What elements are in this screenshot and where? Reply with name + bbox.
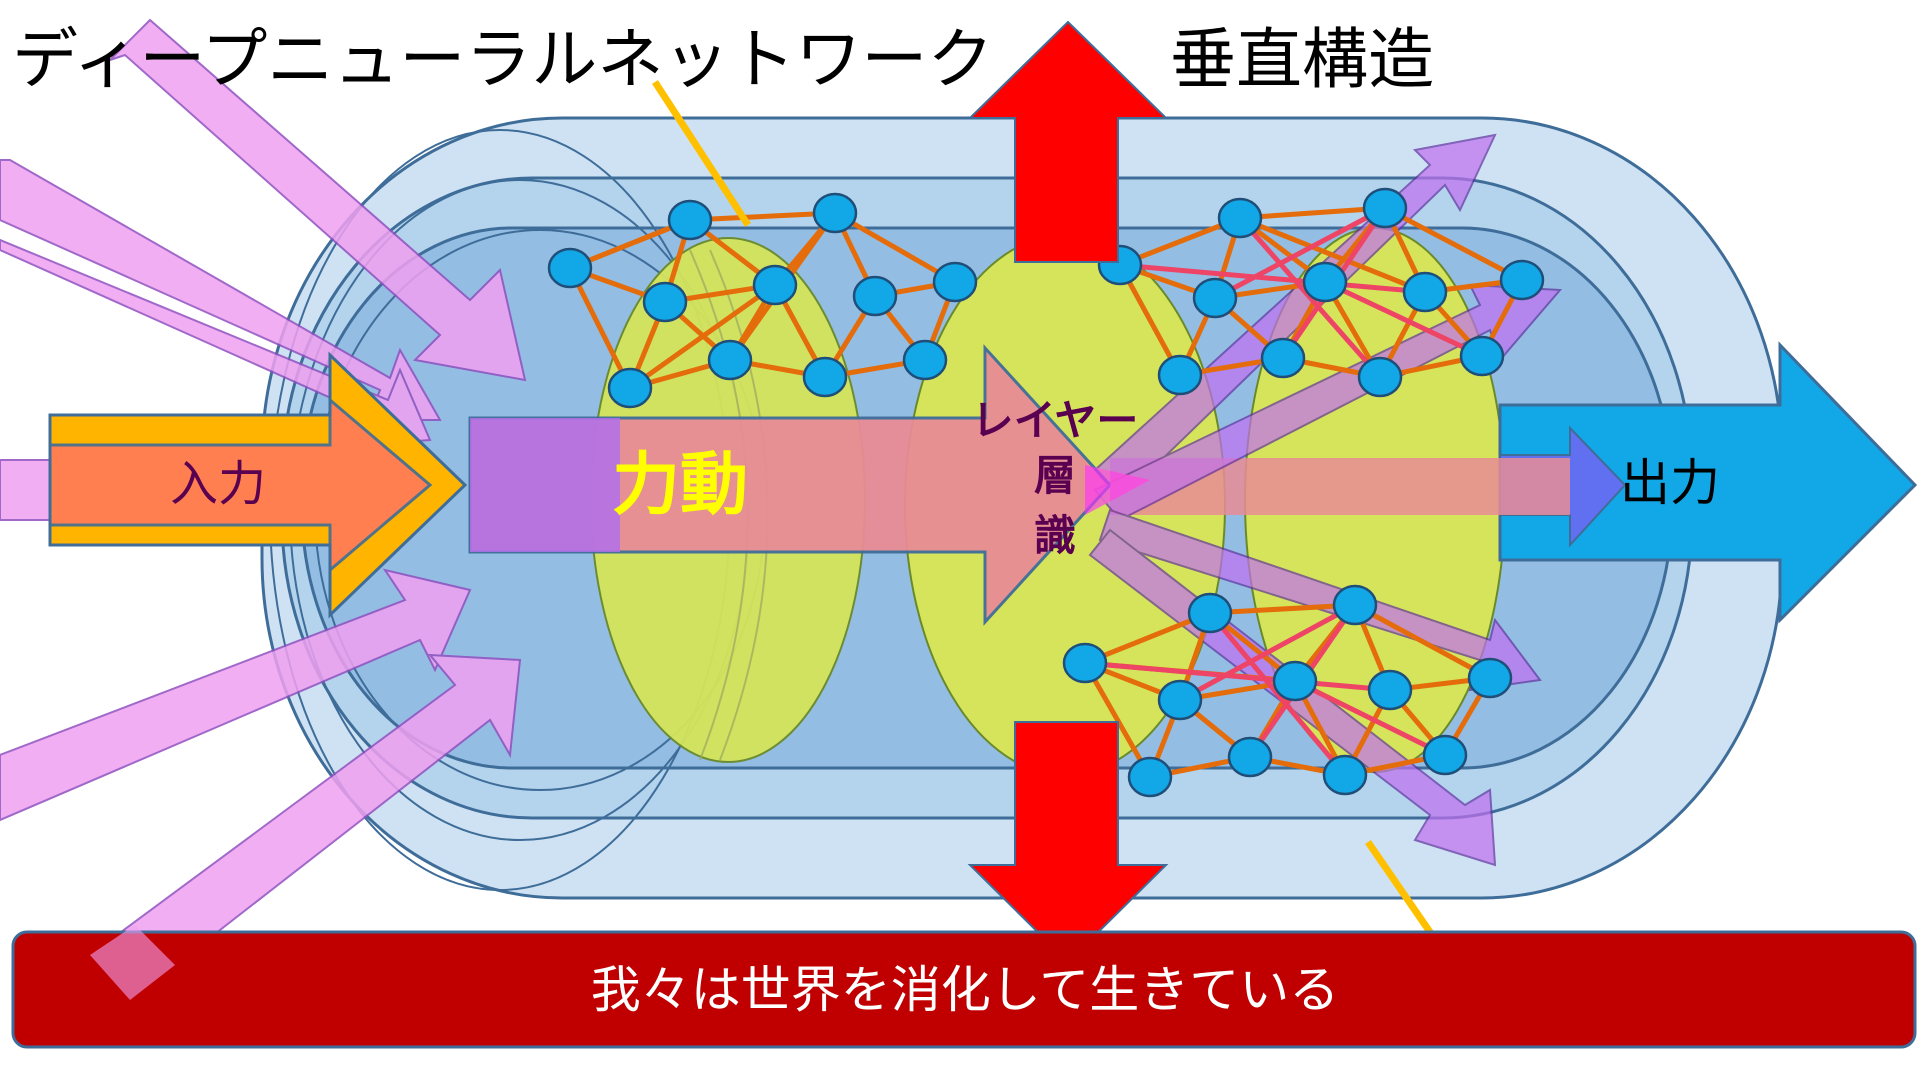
network-edge bbox=[1084, 610, 1211, 666]
network-node bbox=[607, 367, 653, 409]
vertical-arrows bbox=[967, 20, 1169, 964]
network-edge-red bbox=[1323, 279, 1484, 359]
network-edge-red bbox=[1119, 262, 1426, 295]
diverging-arrow-2 bbox=[1093, 283, 1563, 522]
vertical-arrow-down bbox=[967, 721, 1169, 964]
network-node bbox=[802, 356, 848, 398]
network-edge bbox=[1239, 205, 1386, 221]
network-node bbox=[1367, 669, 1413, 711]
network-edge-red bbox=[1238, 216, 1382, 379]
network-node bbox=[1127, 756, 1173, 798]
network-cluster-top-right bbox=[1097, 187, 1545, 398]
vertical-structure-label: 垂直構造 bbox=[1170, 21, 1434, 98]
network-edge-red bbox=[1178, 602, 1357, 703]
output-arrow-blue bbox=[1498, 341, 1918, 624]
network-node bbox=[902, 339, 948, 381]
layer-label-line2: 層 bbox=[1034, 451, 1076, 500]
output-arrows bbox=[1110, 341, 1918, 624]
banner-box bbox=[11, 930, 1917, 1049]
network-node bbox=[1322, 754, 1368, 796]
network-node bbox=[1459, 335, 1505, 377]
network-node bbox=[1422, 734, 1468, 776]
network-edge bbox=[1117, 263, 1183, 377]
network-node bbox=[1357, 356, 1403, 398]
network-node bbox=[1217, 197, 1263, 239]
output-label: 出力 bbox=[1620, 454, 1720, 512]
output-arrow-salmon-beam bbox=[1110, 458, 1570, 515]
network-edge bbox=[833, 210, 957, 285]
network-edge bbox=[567, 266, 633, 390]
banner: 我々は世界を消化して生きている bbox=[11, 925, 1917, 1049]
pointer-lines bbox=[652, 80, 1435, 937]
layer-label-line3: 識 bbox=[1034, 511, 1076, 560]
network-node bbox=[1227, 736, 1273, 778]
banner-text: 我々は世界を消化して生きている bbox=[591, 961, 1340, 1019]
network-node bbox=[547, 247, 593, 289]
network-node bbox=[642, 281, 688, 323]
input-label: 入力 bbox=[170, 456, 266, 512]
network-edge bbox=[628, 282, 777, 391]
network-edge bbox=[1383, 205, 1524, 283]
network-cluster-top-left bbox=[547, 192, 978, 409]
incoming-arrows bbox=[0, 18, 527, 1002]
vertical-arrow-up bbox=[967, 20, 1169, 263]
network-edge-red bbox=[1084, 660, 1391, 693]
diverging-arrow-magenta bbox=[1085, 465, 1150, 515]
network-node bbox=[1302, 261, 1348, 303]
network-node bbox=[707, 339, 753, 381]
network-edge bbox=[1353, 602, 1492, 681]
network-node bbox=[852, 275, 898, 317]
network-node bbox=[1467, 657, 1513, 699]
network-node bbox=[1260, 337, 1306, 379]
network-edge-red bbox=[1293, 678, 1447, 758]
network-node bbox=[1362, 187, 1408, 229]
network-node bbox=[1157, 679, 1203, 721]
network-node bbox=[1332, 584, 1378, 626]
force-arrow-violet-band bbox=[470, 418, 620, 552]
neural-networks bbox=[547, 187, 1545, 798]
network-node bbox=[1499, 259, 1545, 301]
labels: ディープニューラルネットワーク 垂直構造 入力 力動 レイヤー 層 識 出力 bbox=[12, 21, 1720, 560]
incoming-arrow-top bbox=[109, 18, 527, 382]
force-arrow bbox=[468, 344, 1113, 626]
network-edge-red bbox=[1208, 611, 1347, 777]
input-arrows bbox=[48, 351, 468, 619]
title-label: ディープニューラルネットワーク bbox=[12, 21, 993, 98]
network-node bbox=[667, 199, 713, 241]
network-node bbox=[1187, 592, 1233, 634]
incoming-arrow-lower bbox=[0, 568, 472, 822]
network-edge bbox=[1209, 602, 1356, 616]
force-label: 力動 bbox=[612, 446, 748, 525]
layer-label-line1: レイヤー bbox=[972, 396, 1139, 445]
network-node bbox=[812, 192, 858, 234]
network-edge bbox=[1239, 215, 1426, 295]
network-node bbox=[1062, 642, 1108, 684]
banner-overlay-arrow-tail bbox=[90, 925, 175, 1000]
network-node bbox=[1272, 660, 1318, 702]
network-node bbox=[932, 261, 978, 303]
network-cluster-bottom bbox=[1062, 584, 1513, 798]
network-node bbox=[752, 264, 798, 306]
input-arrow-salmon bbox=[48, 396, 433, 574]
network-node bbox=[1157, 354, 1203, 396]
network-edge-red bbox=[1213, 205, 1387, 301]
network-node bbox=[1192, 277, 1238, 319]
pointer-line-banner bbox=[1365, 840, 1435, 937]
network-edge bbox=[1082, 661, 1153, 779]
network-node bbox=[1402, 271, 1448, 313]
network-edge bbox=[689, 210, 836, 223]
pointer-line-title bbox=[652, 80, 751, 227]
